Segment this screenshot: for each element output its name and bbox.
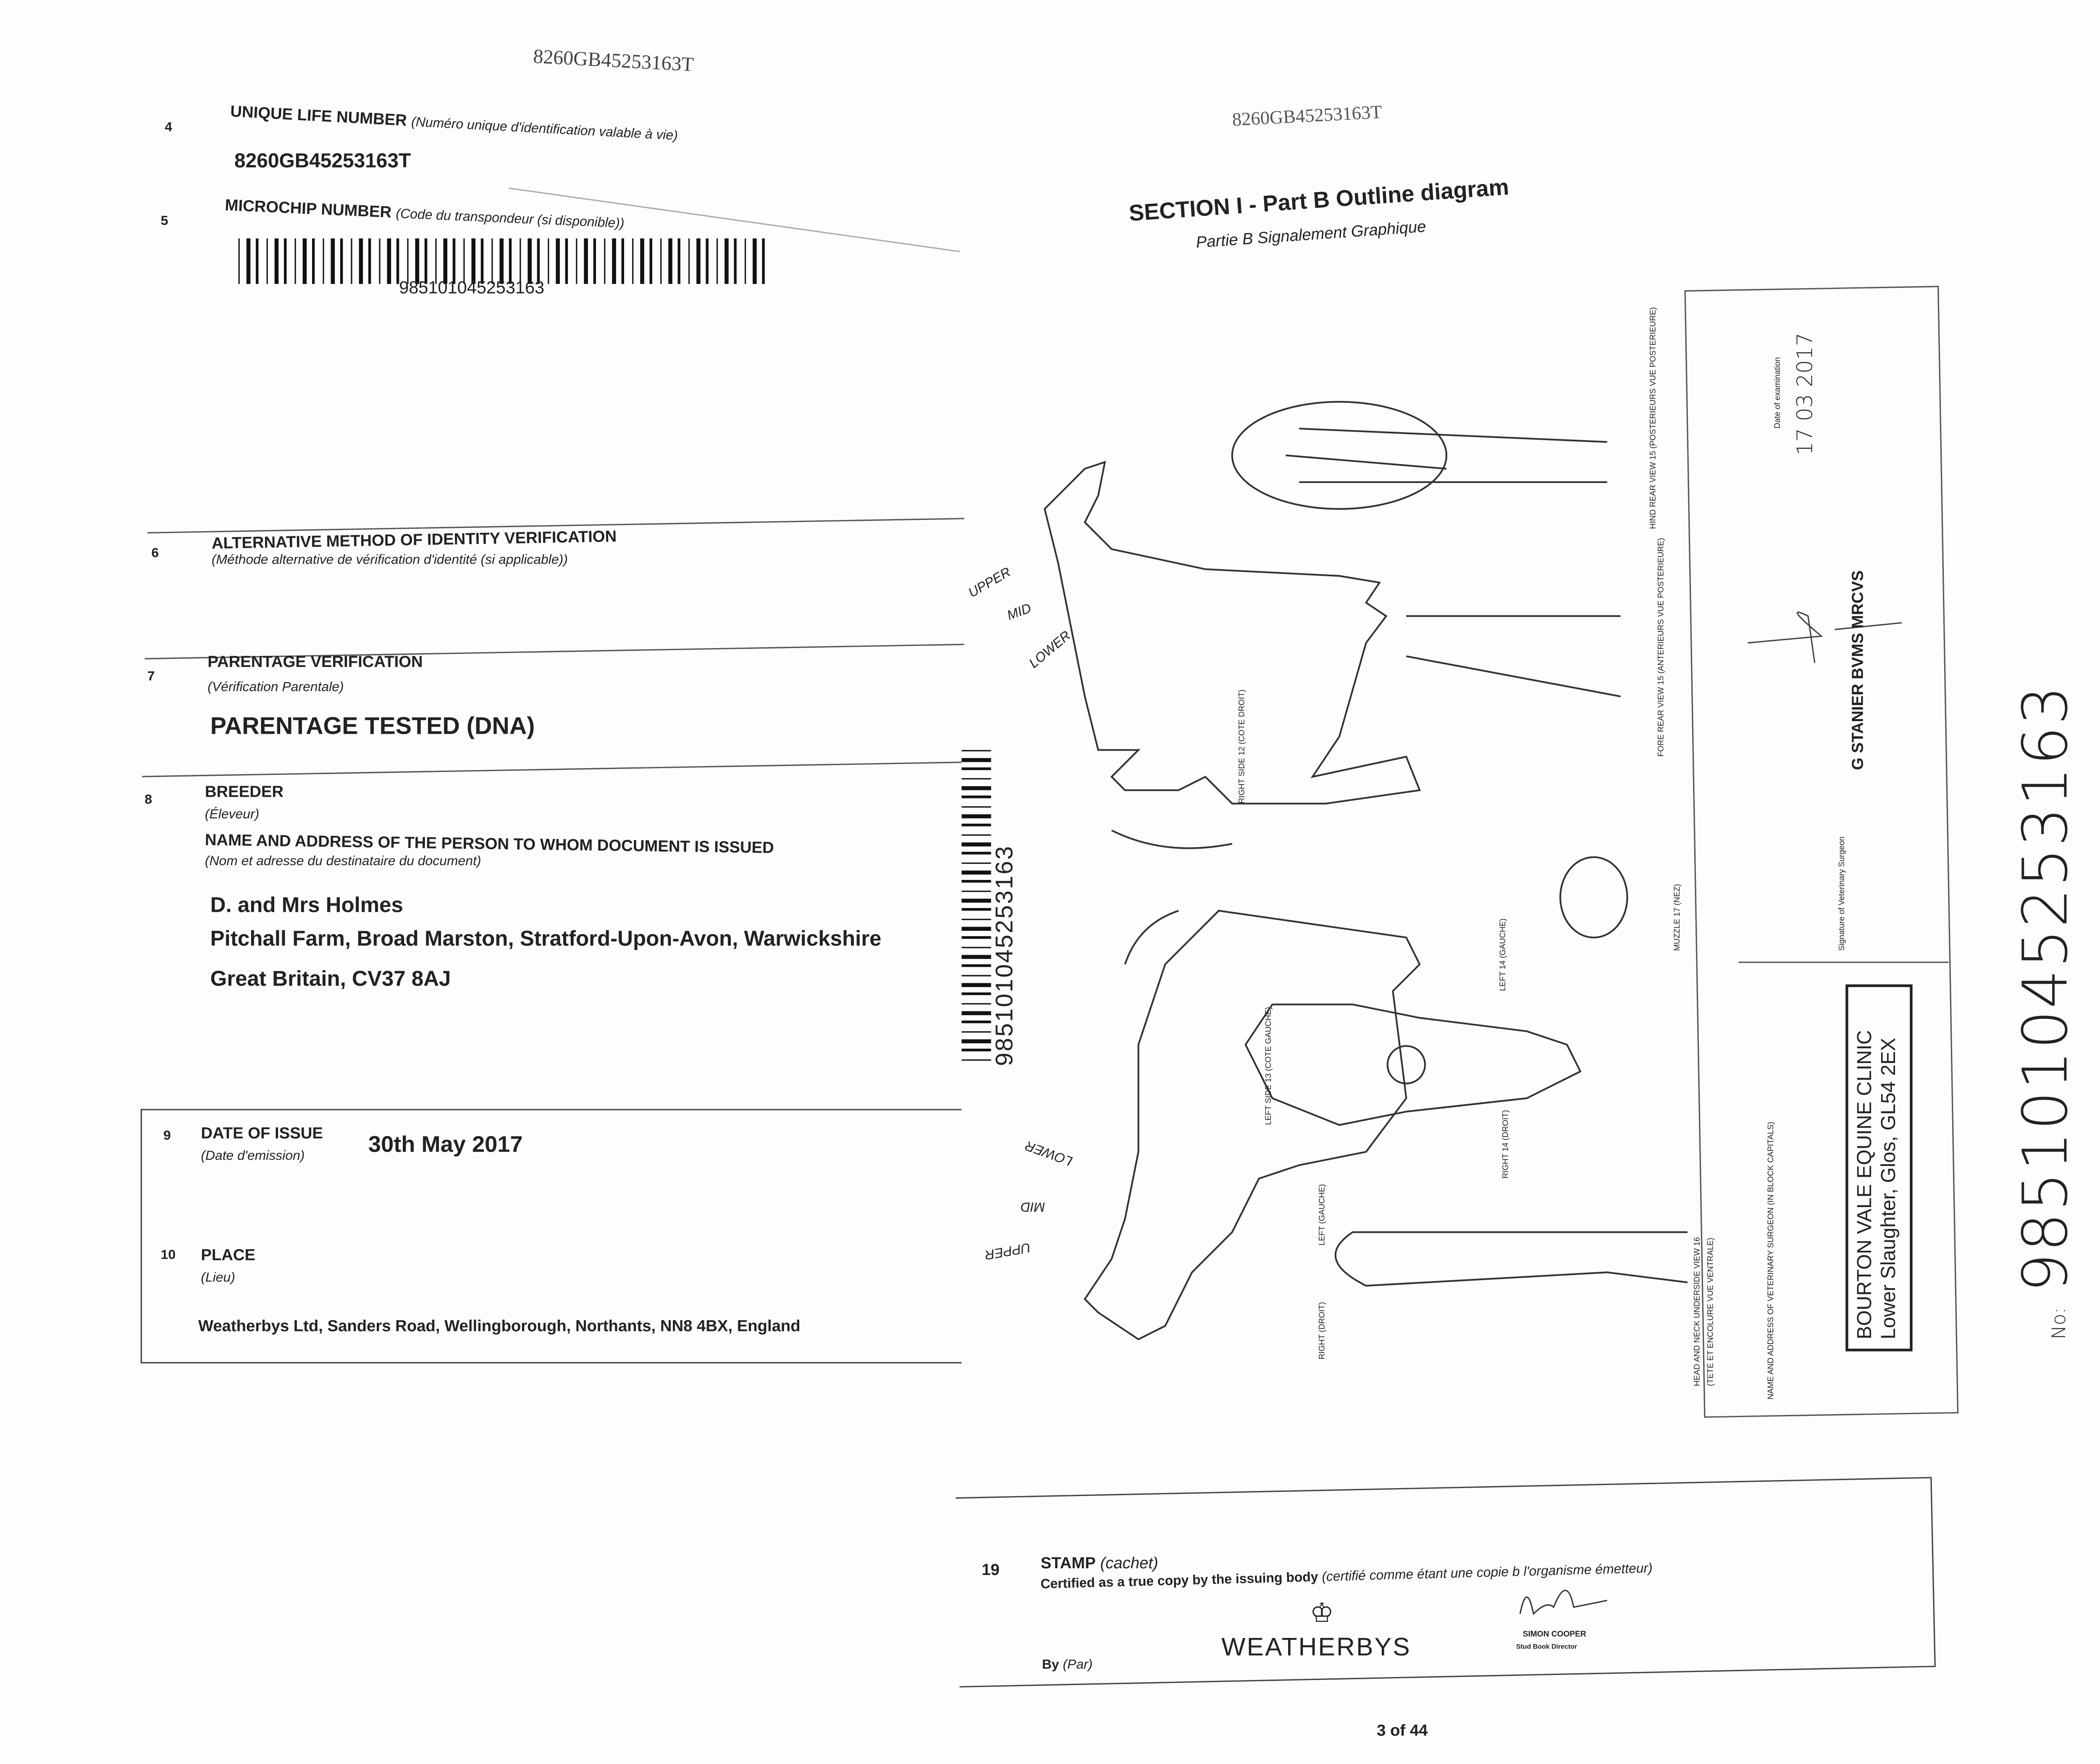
handwritten-number: 985101045253163 — [2009, 684, 2082, 1293]
parentage-value: PARENTAGE TESTED (DNA) — [210, 712, 535, 740]
muzzle-view — [1559, 856, 1628, 939]
issued-to-label: NAME AND ADDRESS OF THE PERSON TO WHOM D… — [205, 830, 774, 857]
head-neck-underside-view — [1334, 1231, 1688, 1287]
vet-certification-box — [1684, 286, 1959, 1418]
vet-name-address-label: NAME AND ADDRESS OF VETERINARY SURGEON (… — [1768, 1121, 1776, 1400]
field-number: 19 — [982, 1560, 1000, 1579]
label-right-side: RIGHT SIDE 12 (COTE DROIT) — [1239, 689, 1247, 804]
issue-box — [140, 1109, 962, 1364]
owner-address-line1: Pitchall Farm, Broad Marston, Stratford-… — [210, 928, 882, 951]
by-label: By (Par) — [1042, 1658, 1093, 1673]
signatory-title: Stud Book Director — [1516, 1643, 1578, 1651]
owner-name: D. and Mrs Holmes — [210, 895, 403, 918]
handwritten-no-label: No: — [2049, 1307, 2071, 1339]
label-left-side: LEFT SIDE 13 (COTE GAUCHE) — [1265, 1007, 1274, 1125]
label-fore-rear: FORE REAR VIEW 15 (ANTERIEURS VUE POSTER… — [1658, 538, 1666, 757]
microchip-number-label: MICROCHIP NUMBER (Code du transpondeur (… — [224, 195, 625, 232]
signatory-name: SIMON COOPER — [1522, 1631, 1586, 1640]
weatherbys-crest-icon: ♔ — [1310, 1599, 1334, 1629]
date-of-issue-label: DATE OF ISSUE — [201, 1124, 323, 1143]
section-subtitle: Partie B Signalement Graphique — [1195, 217, 1427, 252]
issued-to-label-fr: (Nom et adresse du destinataire du docum… — [205, 854, 481, 869]
field-number: 8 — [144, 793, 152, 808]
signatory-signature — [1519, 1590, 1607, 1615]
unique-life-number-value: 8260GB45253163T — [234, 150, 411, 173]
vet-date-label: Date of examination — [1774, 357, 1783, 429]
place-value: Weatherbys Ltd, Sanders Road, Wellingbor… — [198, 1316, 801, 1336]
parentage-label-fr: (Vérification Parentale) — [207, 680, 344, 695]
label-right-14: RIGHT 14 (DROIT) — [1502, 1110, 1511, 1179]
parentage-label: PARENTAGE VERIFICATION — [207, 652, 423, 671]
vet-date: 17 03 2017 — [1792, 333, 1818, 456]
fore-rear-view — [1406, 615, 1621, 698]
vet-surgeon-name: G STANIER BVMS MRCVS — [1848, 570, 1867, 770]
place-label-fr: (Lieu) — [201, 1271, 235, 1286]
field-number: 4 — [165, 120, 172, 136]
vet-signature — [1748, 612, 1902, 663]
section-title: SECTION I - Part B Outline diagram — [1128, 174, 1510, 226]
marking-mid-2: MID — [1020, 1198, 1045, 1214]
label-left-14: LEFT 14 (GAUCHE) — [1500, 918, 1508, 991]
field-number: 6 — [151, 546, 159, 562]
field-number: 10 — [160, 1248, 176, 1263]
label-hind-rear: HIND REAR VIEW 15 (POSTERIEURS VUE POSTE… — [1650, 307, 1658, 529]
place-label: PLACE — [201, 1245, 256, 1265]
horse-top-view — [1244, 1003, 1582, 1126]
horse-outline-diagram — [1043, 401, 1688, 1341]
alt-verification-label-fr: (Méthode alternative de vérification d'i… — [211, 553, 568, 568]
page-number: 3 of 44 — [1377, 1721, 1428, 1740]
date-of-issue-value: 30th May 2017 — [368, 1131, 523, 1158]
microchip-number-value: 985101045253163 — [399, 277, 545, 297]
owner-address-line2: Great Britain, CV37 8AJ — [210, 968, 451, 991]
field-number: 7 — [147, 669, 155, 685]
breeder-label-fr: (Éleveur) — [205, 807, 260, 822]
date-of-issue-label-fr: (Date d'emission) — [201, 1149, 305, 1164]
stamp-label: STAMP (cachet) — [1040, 1554, 1158, 1572]
vet-clinic-stamp — [1845, 984, 1913, 1352]
header-number: 8260GB45253163T — [533, 47, 694, 77]
label-right: RIGHT (DROIT) — [1319, 1302, 1328, 1360]
unique-life-number-label: UNIQUE LIFE NUMBER (Numéro unique d'iden… — [230, 102, 678, 144]
microchip-barcode — [238, 238, 765, 284]
label-muzzle: MUZZLE 17 (NEZ) — [1674, 884, 1683, 951]
field-number: 9 — [163, 1129, 171, 1144]
hind-rear-view — [1231, 401, 1447, 510]
field-number: 5 — [160, 214, 168, 229]
weatherbys-logo: WEATHERBYS — [1221, 1634, 1411, 1662]
vet-clinic-address: Lower Slaughter, Glos, GL54 2EX — [1877, 1037, 1900, 1339]
side-barcode — [961, 750, 991, 1066]
horse-right-side-outline — [1043, 461, 1421, 805]
vet-signature-label: Signature of Veterinary Surgeon — [1839, 836, 1847, 951]
breeder-label: BREEDER — [205, 782, 284, 801]
horse-left-side-outline — [1084, 910, 1421, 1341]
label-left: LEFT (GAUCHE) — [1319, 1184, 1328, 1246]
vet-clinic-name: BOURTON VALE EQUINE CLINIC — [1853, 1030, 1877, 1339]
header-number: 8260GB45253163T — [1231, 103, 1383, 131]
